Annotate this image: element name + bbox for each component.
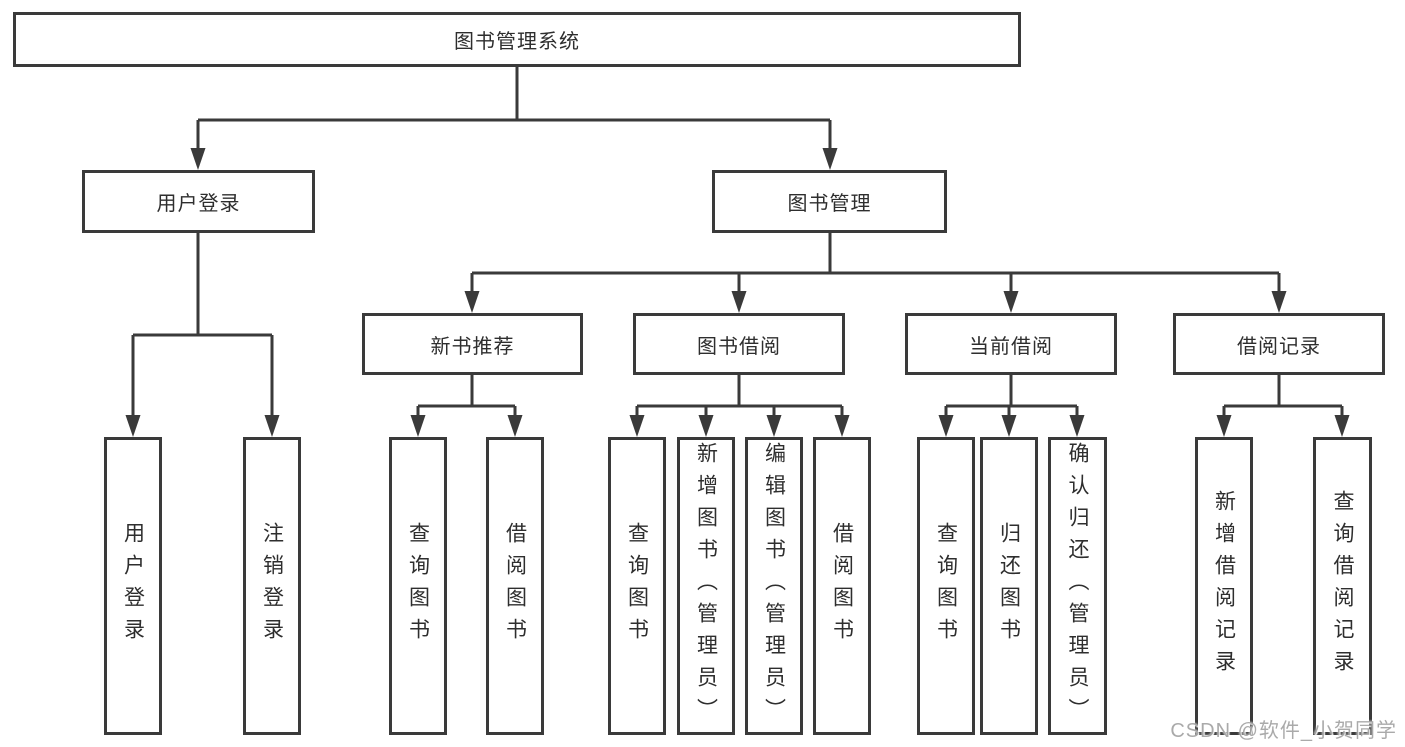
node-label: 新书推荐 — [430, 335, 515, 358]
arrowhead-icon — [1216, 415, 1232, 437]
node-label: 新增图书（管理员） — [694, 442, 718, 730]
node-borrow-records: 借阅记录 — [1173, 313, 1385, 375]
connector-line — [131, 233, 274, 417]
node-label: 图书管理系统 — [454, 31, 580, 53]
arrowhead-icon — [1001, 415, 1017, 437]
arrowhead-icon — [1334, 415, 1350, 437]
node-label: 确认归还（管理员） — [1066, 442, 1089, 730]
node-label: 查询图书 — [406, 522, 430, 650]
node-user-login: 用户登录 — [82, 170, 315, 233]
node-label: 图书借阅 — [697, 335, 781, 358]
arrowhead-icon — [1069, 415, 1085, 437]
leaf-edit-books-admin: 编辑图书（管理员） — [745, 437, 803, 735]
connector-line — [196, 66, 832, 150]
node-label: 查询借阅记录 — [1331, 490, 1354, 682]
connector-line — [1222, 375, 1344, 417]
node-label: 查询图书 — [934, 522, 958, 650]
leaf-return-books: 归还图书 — [980, 437, 1038, 735]
connector-line — [635, 375, 844, 417]
connector-line — [416, 375, 517, 417]
arrowhead-icon — [1271, 291, 1287, 313]
node-label: 用户登录 — [121, 522, 145, 650]
node-label: 用户登录 — [156, 193, 241, 215]
node-root-system: 图书管理系统 — [13, 12, 1021, 67]
arrowhead-icon — [822, 148, 838, 170]
connector-book-mgmt-to-level2 — [464, 233, 1287, 313]
leaf-add-books-admin: 新增图书（管理员） — [677, 437, 735, 735]
node-current-borrow: 当前借阅 — [905, 313, 1117, 375]
leaf-user-login: 用户登录 — [104, 437, 162, 735]
arrowhead-icon — [264, 415, 280, 437]
leaf-query-books-borrow: 查询图书 — [608, 437, 666, 735]
connector-line — [470, 233, 1281, 293]
node-label: 借阅记录 — [1237, 335, 1321, 358]
connector-root-to-level1 — [190, 66, 838, 170]
arrowhead-icon — [938, 415, 954, 437]
connector-new-book-to-leaves — [410, 375, 523, 437]
leaf-borrow-books-newbook: 借阅图书 — [486, 437, 544, 735]
arrowhead-icon — [834, 415, 850, 437]
connector-line — [944, 375, 1079, 417]
leaf-confirm-return-admin: 确认归还（管理员） — [1048, 437, 1107, 735]
node-book-management: 图书管理 — [712, 170, 947, 233]
node-label: 编辑图书（管理员） — [762, 442, 786, 730]
node-book-borrow: 图书借阅 — [633, 313, 845, 375]
node-label: 图书管理 — [787, 193, 872, 215]
node-label: 归还图书 — [997, 522, 1021, 650]
node-new-book-recommend: 新书推荐 — [362, 313, 583, 375]
node-label: 借阅图书 — [503, 522, 527, 650]
node-label: 新增借阅记录 — [1212, 490, 1236, 682]
leaf-query-books-newbook: 查询图书 — [389, 437, 447, 735]
arrowhead-icon — [190, 148, 206, 170]
arrowhead-icon — [507, 415, 523, 437]
arrowhead-icon — [464, 291, 480, 313]
node-label: 借阅图书 — [830, 522, 854, 650]
connector-book-borrow-to-leaves — [629, 375, 850, 437]
leaf-borrow-books: 借阅图书 — [813, 437, 871, 735]
leaf-add-borrow-record: 新增借阅记录 — [1195, 437, 1253, 735]
connector-borrow-records-to-leaves — [1216, 375, 1350, 437]
leaf-query-borrow-record: 查询借阅记录 — [1313, 437, 1372, 735]
csdn-watermark: CSDN @软件_小贺同学 — [1170, 720, 1397, 742]
arrowhead-icon — [629, 415, 645, 437]
node-label: 当前借阅 — [969, 335, 1053, 358]
arrowhead-icon — [125, 415, 141, 437]
arrowhead-icon — [1003, 291, 1019, 313]
arrowhead-icon — [410, 415, 426, 437]
connector-user-login-to-leaves — [125, 233, 280, 437]
arrowhead-icon — [731, 291, 747, 313]
connector-current-borrow-to-leaves — [938, 375, 1085, 437]
node-label: 查询图书 — [625, 522, 649, 650]
node-label: 注销登录 — [260, 522, 284, 650]
arrowhead-icon — [766, 415, 782, 437]
leaf-logout: 注销登录 — [243, 437, 301, 735]
leaf-query-books-current: 查询图书 — [917, 437, 975, 735]
arrowhead-icon — [698, 415, 714, 437]
